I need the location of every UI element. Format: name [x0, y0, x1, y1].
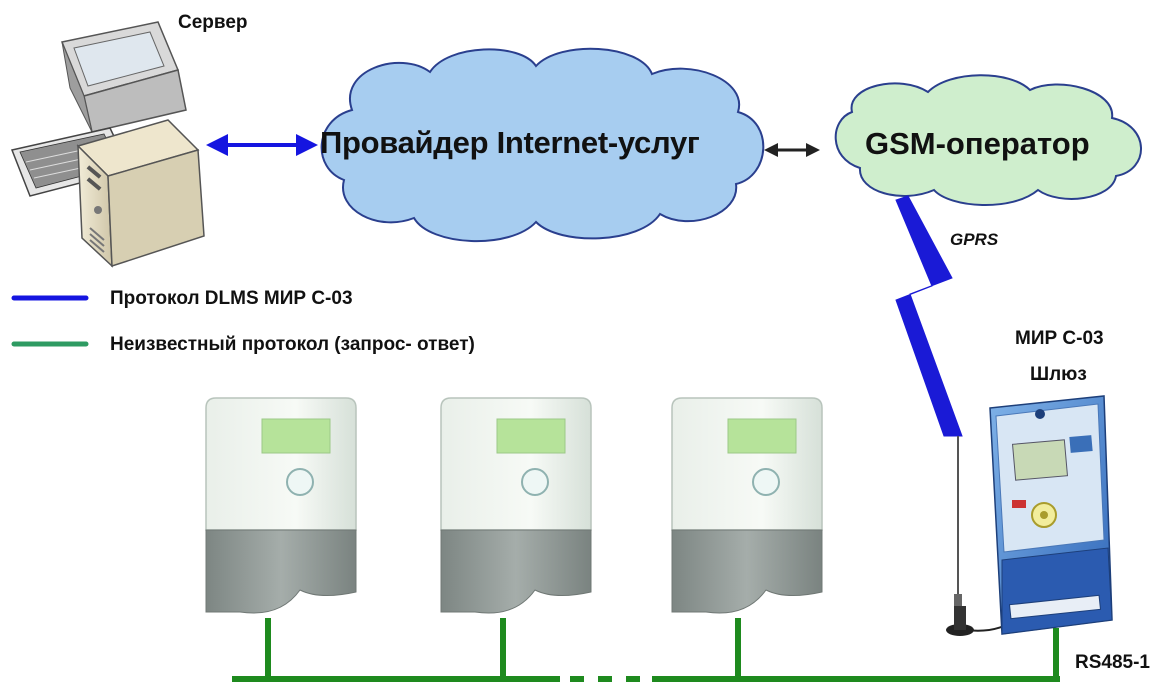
antenna-icon: [946, 436, 1021, 636]
gsm-cloud-label: GSM-оператор: [865, 126, 1090, 161]
isp-cloud-label: Провайдер Internet-услуг: [320, 125, 700, 160]
isp-cloud: [320, 47, 765, 243]
meter-icon: [440, 397, 592, 614]
gprs-link-bolt: [895, 195, 963, 437]
gateway-meter-icon: [989, 395, 1113, 635]
rs485-label: RS485-1: [1075, 652, 1150, 673]
rs485-bus: [232, 618, 1060, 682]
gsm-cloud: [834, 74, 1142, 207]
legend-unknown-label: Неизвестный протокол (запрос- ответ): [110, 334, 475, 355]
dlms-link-arrow: [206, 134, 318, 156]
legend-dlms-label: Протокол DLMS МИР С-03: [110, 288, 353, 309]
server-computer-icon: [10, 21, 205, 268]
internet-gsm-link-arrow: [764, 143, 820, 157]
meter-icon: [205, 397, 357, 614]
server-label: Сервер: [178, 12, 248, 33]
gateway-label-line2: Шлюз: [1030, 364, 1087, 385]
meter-icon: [671, 397, 823, 614]
gprs-label: GPRS: [950, 230, 999, 249]
gateway-label-line1: МИР С-03: [1015, 328, 1104, 349]
